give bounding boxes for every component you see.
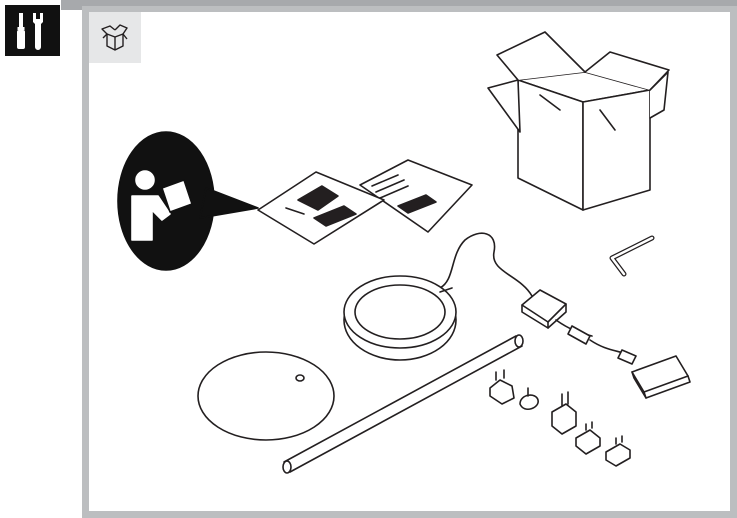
tools-badge [5,5,60,56]
package-tab [89,12,141,63]
instruction-manual [257,159,473,245]
stand-pole [282,334,524,474]
plug-adapters [489,369,631,467]
cardboard-box [487,31,670,211]
round-base-plate [197,351,335,441]
allen-key [609,235,655,277]
read-manual-pictogram [117,131,259,271]
ring-lamp-head [343,275,457,361]
header-bar [61,0,737,10]
wrench-screwdriver-icon [17,13,43,50]
lamp-cable [439,232,533,297]
power-adapter [521,289,691,399]
open-box-icon [101,24,128,51]
